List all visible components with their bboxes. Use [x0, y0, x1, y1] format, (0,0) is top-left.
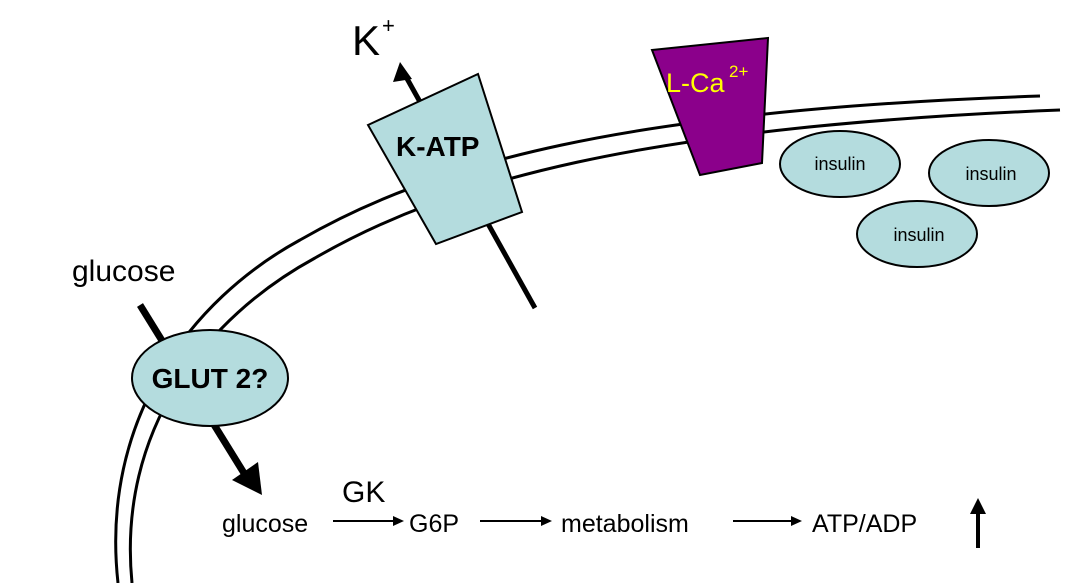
glucose-outside-label: glucose — [72, 255, 175, 288]
k-ion-label: K — [352, 17, 380, 64]
l-ca-channel — [650, 36, 770, 177]
insulin-label-3: insulin — [893, 225, 944, 245]
k-atp-label: K-ATP — [396, 131, 479, 162]
glucose-entry-arrowhead — [232, 462, 262, 495]
arrow-glucose-g6p-head — [393, 516, 404, 526]
arrow-metabolism-atp-head — [791, 516, 802, 526]
insulin-label-2: insulin — [965, 164, 1016, 184]
atp-adp-label: ATP/ADP — [812, 510, 917, 538]
k-efflux-arrowhead — [393, 62, 412, 82]
gk-label: GK — [342, 476, 385, 509]
insulin-label-1: insulin — [814, 154, 865, 174]
atp-increase-arrowhead — [970, 498, 986, 514]
arrow-g6p-metabolism-head — [541, 516, 552, 526]
g6p-label: G6P — [409, 510, 459, 538]
insulin-vesicle-1 — [779, 130, 901, 198]
glut2-label: GLUT 2? — [152, 363, 269, 394]
l-ca-charge: 2+ — [729, 62, 748, 81]
insulin-vesicle-3 — [856, 200, 978, 268]
k-ion-charge: + — [382, 13, 395, 38]
insulin-vesicle-2 — [928, 139, 1050, 207]
metabolism-label: metabolism — [561, 510, 689, 538]
glut2-transporter — [131, 329, 289, 427]
l-ca-label: L-Ca — [666, 68, 726, 98]
glucose-inside-label: glucose — [222, 510, 308, 538]
k-atp-channel — [366, 72, 524, 246]
